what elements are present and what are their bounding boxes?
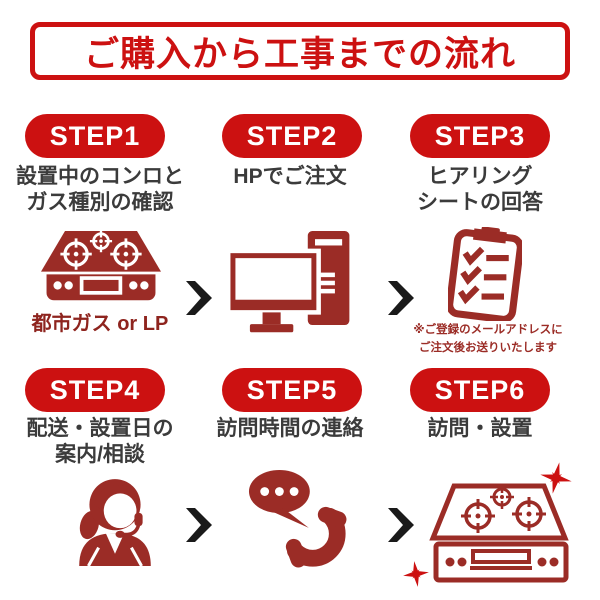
email-note: ※ご登録のメールアドレスに ご注文後お送りいたします <box>413 324 563 354</box>
gas-type-caption: 都市ガス or LP <box>31 313 169 335</box>
step6-description: 訪問・設置 <box>427 417 533 440</box>
step2-description: HPでご注文 <box>233 165 347 188</box>
flow-arrow-icon <box>186 281 212 315</box>
phone-contact-icon <box>248 468 350 572</box>
flow-arrow-icon <box>388 281 414 315</box>
support-operator-icon <box>76 476 154 566</box>
step2-badge: STEP2 <box>222 114 362 158</box>
desktop-computer-icon <box>224 231 359 335</box>
flow-arrow-icon <box>388 508 414 542</box>
flow-arrow-icon <box>186 508 212 542</box>
step5-description: 訪問時間の連絡 <box>216 417 364 440</box>
step1-description: 設置中のコンロと ガス種別の確認 <box>16 165 184 215</box>
step6-badge: STEP6 <box>410 368 550 412</box>
installed-stove-icon <box>402 460 578 592</box>
step1-badge: STEP1 <box>25 114 165 158</box>
page-title-box: ご購入から工事までの流れ <box>30 22 570 80</box>
step4-description: 配送・設置日の 案内/相談 <box>26 417 174 467</box>
gas-stove-icon <box>38 231 164 303</box>
step3-description: ヒアリング シートの回答 <box>417 165 543 215</box>
page-title: ご購入から工事までの流れ <box>83 34 516 74</box>
step4-badge: STEP4 <box>25 368 165 412</box>
checklist-clipboard-icon <box>448 227 522 321</box>
step5-badge: STEP5 <box>222 368 362 412</box>
step3-badge: STEP3 <box>410 114 550 158</box>
